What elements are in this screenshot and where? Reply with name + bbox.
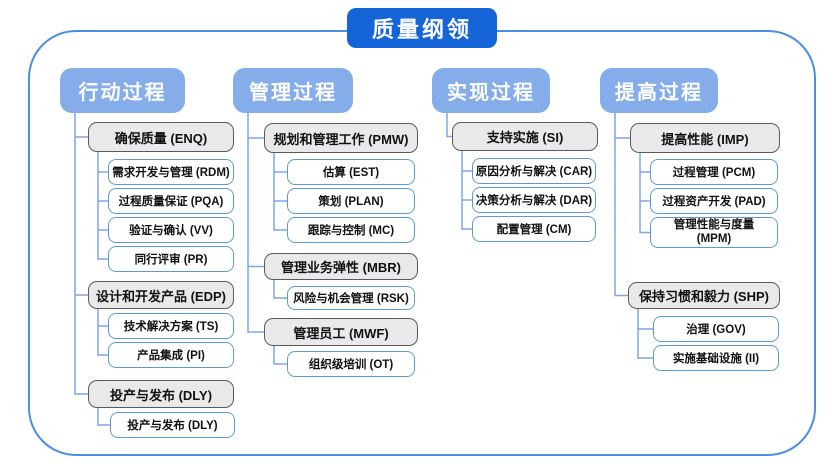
group-node-mbr: 管理业务弹性 (MBR) bbox=[264, 253, 418, 280]
group-node-mwf: 管理员工 (MWF) bbox=[264, 318, 418, 346]
group-node-enq: 确保质量 (ENQ) bbox=[88, 122, 234, 152]
group-node-edp: 设计和开发产品 (EDP) bbox=[88, 281, 234, 309]
leaf-node-dar: 决策分析与解决 (DAR) bbox=[472, 187, 596, 213]
group-node-pmw: 规划和管理工作 (PMW) bbox=[264, 123, 418, 153]
leaf-node-plan: 策划 (PLAN) bbox=[287, 188, 415, 214]
leaf-node-ts: 技术解决方案 (TS) bbox=[108, 313, 234, 339]
leaf-node-car: 原因分析与解决 (CAR) bbox=[472, 158, 596, 184]
leaf-node-mc: 跟踪与控制 (MC) bbox=[287, 217, 415, 243]
leaf-node-pcm: 过程管理 (PCM) bbox=[650, 159, 778, 185]
column-header-action: 行动过程 bbox=[60, 68, 185, 113]
column-header-management: 管理过程 bbox=[233, 68, 353, 113]
leaf-node-ot: 组织级培训 (OT) bbox=[287, 351, 415, 377]
leaf-node-rdm: 需求开发与管理 (RDM) bbox=[108, 159, 234, 185]
group-node-shp: 保持习惯和毅力 (SHP) bbox=[628, 282, 780, 309]
leaf-node-ii: 实施基础设施 (II) bbox=[653, 345, 779, 371]
leaf-node-dly: 投产与发布 (DLY) bbox=[110, 412, 235, 438]
group-node-imp: 提高性能 (IMP) bbox=[630, 123, 780, 153]
leaf-node-pr: 同行评审 (PR) bbox=[108, 246, 234, 272]
leaf-node-rsk: 风险与机会管理 (RSK) bbox=[287, 286, 415, 310]
leaf-node-pqa: 过程质量保证 (PQA) bbox=[108, 188, 234, 214]
diagram-title: 质量纲领 bbox=[347, 8, 497, 48]
column-header-realization: 实现过程 bbox=[432, 68, 550, 113]
leaf-node-gov: 治理 (GOV) bbox=[653, 316, 779, 342]
leaf-node-cm: 配置管理 (CM) bbox=[472, 216, 596, 242]
group-node-si: 支持实施 (SI) bbox=[452, 122, 598, 151]
leaf-node-est: 估算 (EST) bbox=[287, 159, 415, 185]
leaf-node-mpm: 管理性能与度量 (MPM) bbox=[650, 217, 778, 248]
leaf-node-vv: 验证与确认 (VV) bbox=[108, 217, 234, 243]
group-node-dly: 投产与发布 (DLY) bbox=[88, 380, 234, 408]
leaf-node-pad: 过程资产开发 (PAD) bbox=[650, 188, 778, 214]
column-header-improvement: 提高过程 bbox=[600, 68, 718, 113]
leaf-node-pi: 产品集成 (PI) bbox=[108, 342, 234, 368]
